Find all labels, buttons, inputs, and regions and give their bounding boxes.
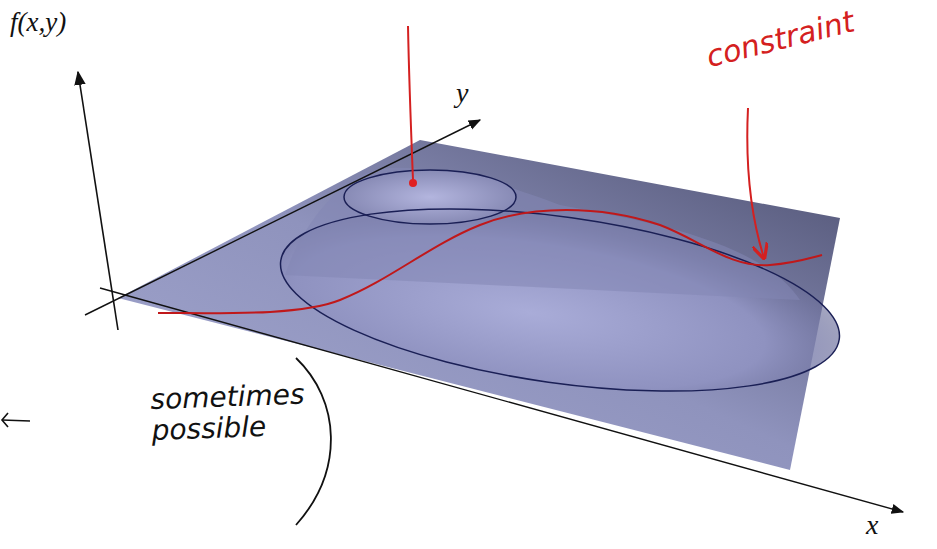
peak-surface	[344, 170, 516, 224]
arrow-mark	[2, 413, 8, 427]
annotation: sometimes possible	[150, 380, 302, 447]
level-curve	[269, 179, 851, 422]
axis-label: f(x,y)	[10, 8, 66, 38]
pointer-arrow	[747, 108, 764, 258]
pointer-line	[408, 26, 413, 180]
constraint-curve	[158, 210, 822, 313]
bracket	[296, 358, 331, 525]
y-axis	[85, 120, 480, 315]
maximum-point	[409, 179, 417, 187]
axis-label: y	[456, 78, 468, 109]
annotation: constraint	[703, 4, 858, 73]
level-curve	[344, 170, 516, 224]
bump-shading	[285, 168, 800, 300]
dash-mark	[2, 420, 30, 421]
x-axis	[100, 288, 903, 512]
axis-label: x	[866, 510, 878, 541]
